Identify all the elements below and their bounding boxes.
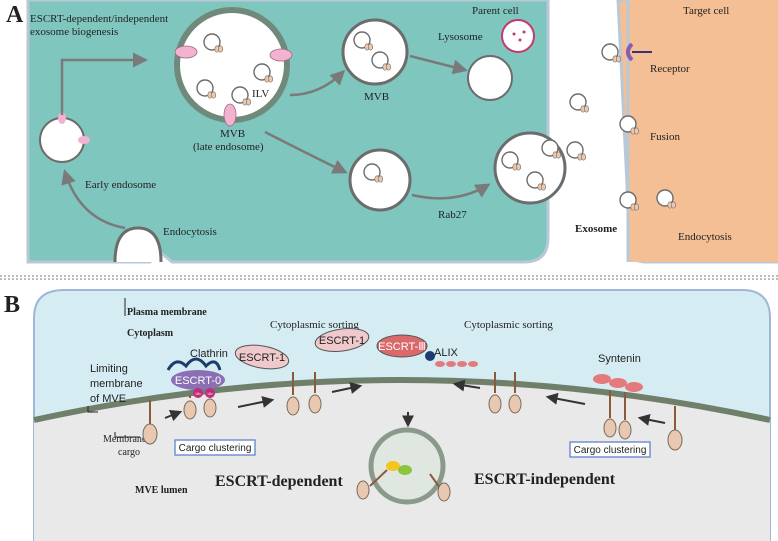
label-escrt-independent: ESCRT-independent [474, 471, 616, 488]
label-mvb-right: MVB [364, 91, 389, 103]
ub-1-icon [193, 388, 203, 398]
clathrin-icon [166, 357, 222, 371]
label-endocytosis-parent: Endocytosis [163, 226, 217, 238]
panel-a: A [6, 0, 778, 264]
budding-ilv [356, 427, 451, 505]
arrow-b-1 [164, 409, 183, 422]
label-biogenesis-1: ESCRT-dependent/independent [30, 13, 168, 25]
alix-icon [425, 351, 435, 361]
label-membrane-cargo-2: cargo [118, 447, 140, 458]
label-cargo-clustering-right: Cargo clustering [574, 445, 647, 456]
target-cell-body [628, 0, 778, 262]
arrow-mvb-to-mvb [289, 69, 346, 97]
label-escrt-dependent: ESCRT-dependent [215, 473, 343, 490]
label-biogenesis-2: exosome biogenesis [30, 26, 118, 38]
label-escrt1-a: ESCRT-1 [239, 352, 285, 364]
label-limiting-3: of MVE [90, 393, 126, 405]
arrow-rab27 [411, 183, 491, 200]
syntenin-icon [593, 374, 643, 392]
label-clathrin: Clathrin [190, 348, 228, 360]
panel-a-letter: A [6, 2, 24, 28]
cargo-clustering-box-left [174, 439, 256, 456]
cargo-cluster-right [603, 390, 632, 440]
cargo-escrt-independent [488, 372, 522, 414]
escrt1-complex-b [314, 327, 370, 353]
label-ub2: Ub [207, 391, 213, 396]
label-syntenin: Syntenin [598, 353, 641, 365]
arrow-mvb-to-lower [264, 130, 348, 174]
endocytosis-pit [113, 226, 163, 263]
arrow-b-4 [452, 379, 481, 392]
label-lysosome: Lysosome [438, 31, 483, 43]
label-fusion: Fusion [650, 131, 680, 143]
label-cytoplasmic-sorting-left: Cytoplasmic sorting [270, 319, 359, 331]
cargo-escrt-dependent [286, 372, 322, 416]
label-receptor: Receptor [650, 63, 690, 75]
label-plasma-membrane: Plasma membrane [127, 307, 207, 318]
arrow-b-3 [331, 382, 363, 394]
receptor-ligand-icon [626, 42, 634, 62]
cargo-protein-left [142, 400, 158, 445]
arrow-to-lysosome [409, 54, 468, 75]
label-ilv: ILV [252, 88, 269, 100]
cargo-protein-right [667, 406, 683, 451]
label-mvb-main-1: MVB [220, 128, 245, 140]
label-cytoplasm: Cytoplasm [127, 328, 174, 339]
exosome-1 [569, 93, 590, 113]
escrt3-complex [376, 334, 428, 358]
label-rab27: Rab27 [438, 209, 467, 221]
cargo-cluster-left [183, 395, 217, 420]
limiting-membrane [33, 377, 771, 423]
escrt1-complex-a [234, 344, 290, 370]
label-mvb-main-2: (late endosome) [193, 141, 264, 153]
label-cargo-clustering-left: Cargo clustering [179, 443, 252, 454]
label-mve-lumen: MVE lumen [135, 485, 188, 496]
label-target-cell: Target cell [683, 5, 729, 17]
arrow-early-to-mvb [60, 52, 148, 115]
exosome-receptor [601, 43, 622, 63]
limiting-pointer [87, 406, 98, 413]
label-parent-cell: Parent cell [472, 5, 519, 17]
alix-chain [435, 361, 478, 367]
arrow-b-5 [545, 392, 586, 405]
panel-b-letter: B [4, 292, 20, 318]
label-cytoplasmic-sorting-right: Cytoplasmic sorting [464, 319, 553, 331]
arrow-b-6 [637, 413, 666, 426]
mvb-upper [341, 18, 409, 86]
label-exosome: Exosome [575, 223, 617, 235]
label-escrt3: ESCRT-Ⅲ [378, 341, 426, 353]
label-early-endosome: Early endosome [85, 179, 156, 191]
label-limiting-1: Limiting [90, 363, 128, 375]
mvb-lower [348, 148, 412, 212]
early-endosome [39, 112, 90, 163]
arrow-endocytosis [61, 169, 126, 230]
label-limiting-2: membrane [90, 378, 143, 390]
label-escrt1-b: ESCRT-1 [319, 335, 365, 347]
arrow-b-2 [237, 396, 275, 408]
mvb-fusing [493, 131, 567, 205]
label-ub1: Ub [195, 391, 201, 396]
mvb-late-endosome [174, 7, 293, 127]
lysosome [467, 19, 535, 101]
escrt0-complex [171, 370, 225, 390]
ub-2-icon [205, 388, 215, 398]
cargo-pointer [114, 432, 140, 438]
label-alix: ALIX [434, 347, 459, 359]
label-endocytosis-target: Endocytosis [678, 231, 732, 243]
cargo-clustering-box-right [569, 441, 651, 458]
panel-b: B Plasma membrane Cytoplasm Cytoplasmic … [4, 289, 771, 541]
label-escrt0: ESCRT-0 [175, 375, 221, 387]
exosome-2 [566, 141, 587, 161]
label-membrane-cargo-1: Membrane [103, 434, 147, 445]
